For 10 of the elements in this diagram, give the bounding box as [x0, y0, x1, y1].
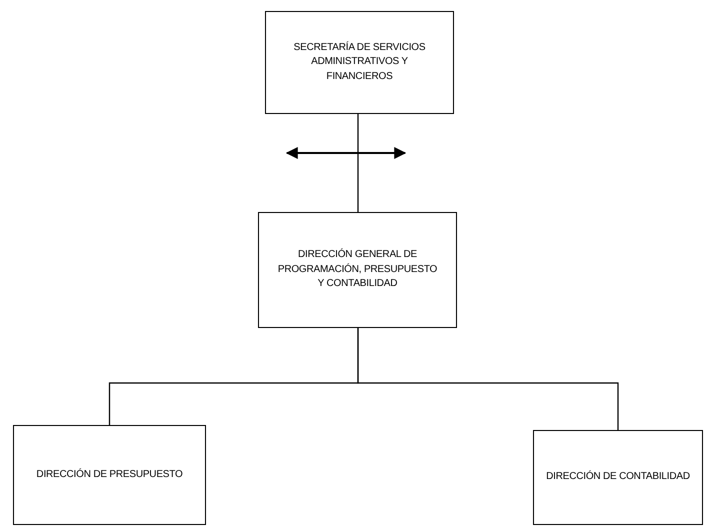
org-unit-box [265, 11, 454, 114]
org-unit-box [258, 212, 457, 328]
connector-line [357, 114, 359, 212]
org-unit-box [533, 430, 703, 525]
unit-name: DIRECCIÓN GENERAL DE PROGRAMACIÓN, PRESUPUESTO Y CONTABILIDAD [277, 248, 438, 292]
unit-name: DIRECCIÓN DE CONTABILIDAD [546, 470, 690, 484]
unit-name: SECRETARÍA DE SERVICIOS ADMINISTRATIVOS Y FINANCIEROS [292, 40, 426, 84]
unit-name: DIRECCIÓN DE PRESUPUESTO [36, 468, 183, 482]
org-unit-box [13, 425, 206, 525]
connector-line [357, 328, 619, 430]
